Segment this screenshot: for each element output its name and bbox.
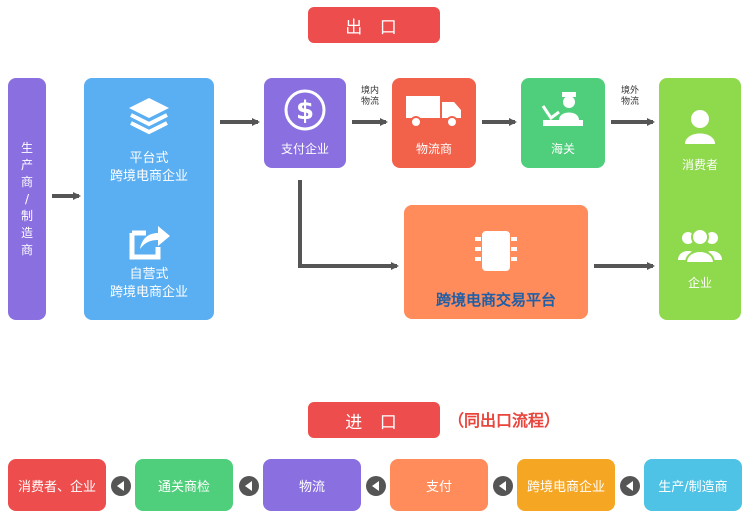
import-consumer-enterprise-label: 消费者、企业 xyxy=(17,479,96,495)
arrow-payment-to-trade-platform xyxy=(298,180,399,270)
import-producer-box: 生产/制造商 xyxy=(644,459,742,511)
import-logistics-box: 物流 xyxy=(263,459,361,511)
import-customs-inspection-box: 通关商检 xyxy=(135,459,233,511)
truck-icon xyxy=(406,96,461,128)
import-arrow-3 xyxy=(366,476,386,496)
consumer-label: 消费者 xyxy=(681,158,718,172)
ecommerce-enterprise-box: 平台式 跨境电商企业 自营式 跨境电商企业 xyxy=(84,78,214,320)
dollar-icon: $ xyxy=(284,89,326,131)
domestic-logistics-label: 境内 物流 xyxy=(360,86,379,107)
self-run-label: 自营式 跨境电商企业 xyxy=(109,267,188,300)
foreign-logistics-label: 境外 物流 xyxy=(620,86,639,107)
import-logistics-label: 物流 xyxy=(298,479,325,495)
chip-icon xyxy=(475,231,517,271)
producer-box: 生 产 商 / 制 造 商 xyxy=(8,78,46,320)
consumer-enterprise-box: 消费者 企业 xyxy=(659,78,741,320)
enterprise-label: 企业 xyxy=(687,276,712,290)
import-arrow-2 xyxy=(239,476,259,496)
payment-box: $ 支付企业 xyxy=(264,78,346,168)
share-arrow-icon xyxy=(129,226,170,260)
import-producer-label: 生产/制造商 xyxy=(658,479,728,495)
import-ecommerce-label: 跨境电商企业 xyxy=(526,479,605,495)
producer-label: 生 产 商 / 制 造 商 xyxy=(20,140,33,257)
export-title: 出 口 xyxy=(308,7,440,43)
payment-label: 支付企业 xyxy=(280,142,329,156)
import-payment-box: 支付 xyxy=(390,459,488,511)
import-arrow-1 xyxy=(111,476,131,496)
import-arrow-5 xyxy=(620,476,640,496)
trade-platform-label: 跨境电商交易平台 xyxy=(435,291,556,309)
svg-text:$: $ xyxy=(296,96,314,126)
logistics-box: 物流商 xyxy=(392,78,476,168)
import-payment-label: 支付 xyxy=(425,479,452,495)
import-note: （同出口流程） xyxy=(448,411,561,430)
person-icon xyxy=(685,110,715,144)
import-consumer-enterprise-box: 消费者、企业 xyxy=(8,459,106,511)
trade-platform-box: 跨境电商交易平台 xyxy=(404,205,588,319)
layers-icon xyxy=(129,98,169,135)
import-customs-inspection-label: 通关商检 xyxy=(157,479,210,495)
group-icon xyxy=(678,228,722,264)
logistics-label: 物流商 xyxy=(415,142,452,156)
customs-label: 海关 xyxy=(550,142,575,156)
customs-box: 海关 xyxy=(521,78,605,168)
import-arrow-4 xyxy=(493,476,513,496)
import-ecommerce-box: 跨境电商企业 xyxy=(517,459,615,511)
import-title: 进 口 xyxy=(308,402,440,438)
platform-label: 平台式 跨境电商企业 xyxy=(109,151,188,184)
customs-officer-icon xyxy=(541,92,583,126)
